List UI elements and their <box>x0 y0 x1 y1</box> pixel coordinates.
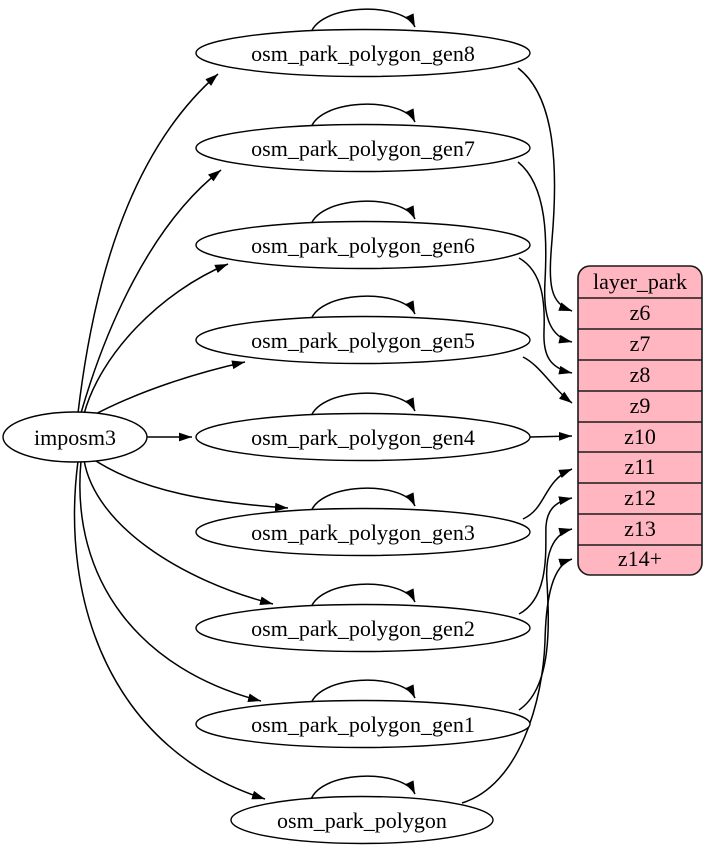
gen6-ellipse <box>195 220 531 270</box>
edge-imposm3-gen1 <box>79 460 262 703</box>
node-layer-park: layer_park z6 z7 z8 z9 z10 z11 z12 z13 z… <box>577 265 703 576</box>
gen6-label: osm_park_polygon_gen6 <box>251 233 475 258</box>
self-loop-gen5 <box>309 295 416 324</box>
gen8-label: osm_park_polygon_gen8 <box>251 41 475 66</box>
node-osm-park-polygon-gen4: osm_park_polygon_gen4 <box>195 412 531 462</box>
layer-row-z7: z7 <box>630 331 651 356</box>
edge-gen1-z13 <box>518 527 573 711</box>
layer-row-z10: z10 <box>624 424 656 449</box>
edges-from-source <box>73 73 289 800</box>
edges-to-layer <box>461 67 573 804</box>
polygon-ellipse <box>230 795 494 845</box>
gen8-ellipse <box>195 28 531 78</box>
edge-imposm3-gen5 <box>89 360 246 418</box>
edge-gen5-z9 <box>522 356 573 404</box>
self-loop-gen6 <box>309 200 416 229</box>
self-loop-polygon <box>309 775 416 804</box>
node-osm-park-polygon-gen2: osm_park_polygon_gen2 <box>195 603 531 653</box>
gen5-label: osm_park_polygon_gen5 <box>251 328 475 353</box>
gen1-label: osm_park_polygon_gen1 <box>251 712 475 737</box>
layer-row-z13: z13 <box>624 516 656 541</box>
edge-imposm3-gen7 <box>80 169 222 414</box>
layer-row-z6: z6 <box>630 300 651 325</box>
edge-imposm3-polygon <box>73 460 266 800</box>
self-loop-gen2 <box>309 583 416 612</box>
node-osm-park-polygon-gen3: osm_park_polygon_gen3 <box>195 507 531 557</box>
layer-row-z9: z9 <box>630 393 651 418</box>
edge-imposm3-gen2 <box>83 459 274 606</box>
node-osm-park-polygon-gen7: osm_park_polygon_gen7 <box>195 123 531 173</box>
gen4-label: osm_park_polygon_gen4 <box>251 425 475 450</box>
gen7-ellipse <box>195 123 531 173</box>
node-osm-park-polygon-gen8: osm_park_polygon_gen8 <box>195 28 531 78</box>
imposm3-ellipse <box>2 411 148 463</box>
edge-imposm3-gen8 <box>77 73 219 414</box>
edge-gen6-z8 <box>518 257 573 375</box>
edge-imposm3-gen6 <box>83 263 229 415</box>
gen2-label: osm_park_polygon_gen2 <box>251 616 475 641</box>
edge-gen4-z10 <box>529 431 573 441</box>
self-loop-edges <box>309 8 416 804</box>
node-osm-park-polygon-gen5: osm_park_polygon_gen5 <box>195 315 531 365</box>
edge-gen8-z6 <box>517 67 573 312</box>
edge-gen3-z11 <box>522 468 573 520</box>
gen7-label: osm_park_polygon_gen7 <box>251 136 475 161</box>
edge-polygon-z14 <box>461 558 573 804</box>
node-osm-park-polygon-gen6: osm_park_polygon_gen6 <box>195 220 531 270</box>
gen3-label: osm_park_polygon_gen3 <box>251 520 475 545</box>
gen4-ellipse <box>195 412 531 462</box>
layer-row-z8: z8 <box>630 362 651 387</box>
layer-park-title: layer_park <box>593 269 687 294</box>
layer-park-box <box>577 265 703 576</box>
self-loop-gen4 <box>309 392 416 421</box>
layer-row-z12: z12 <box>624 485 656 510</box>
node-osm-park-polygon: osm_park_polygon <box>230 795 494 845</box>
layer-row-z14plus: z14+ <box>618 546 662 571</box>
gen1-ellipse <box>195 699 531 749</box>
gen3-ellipse <box>195 507 531 557</box>
self-loop-gen8 <box>309 8 416 37</box>
edge-gen7-z7 <box>517 161 573 344</box>
edge-gen2-z12 <box>518 496 573 615</box>
imposm3-label: imposm3 <box>34 425 116 450</box>
node-imposm3: imposm3 <box>2 411 148 463</box>
gen2-ellipse <box>195 603 531 653</box>
self-loop-gen7 <box>309 103 416 132</box>
node-osm-park-polygon-gen1: osm_park_polygon_gen1 <box>195 699 531 749</box>
polygon-label: osm_park_polygon <box>277 808 447 833</box>
layer-row-z11: z11 <box>625 454 656 479</box>
edge-imposm3-gen3 <box>89 456 289 512</box>
gen5-ellipse <box>195 315 531 365</box>
self-loop-gen1 <box>309 679 416 708</box>
self-loop-gen3 <box>309 487 416 516</box>
